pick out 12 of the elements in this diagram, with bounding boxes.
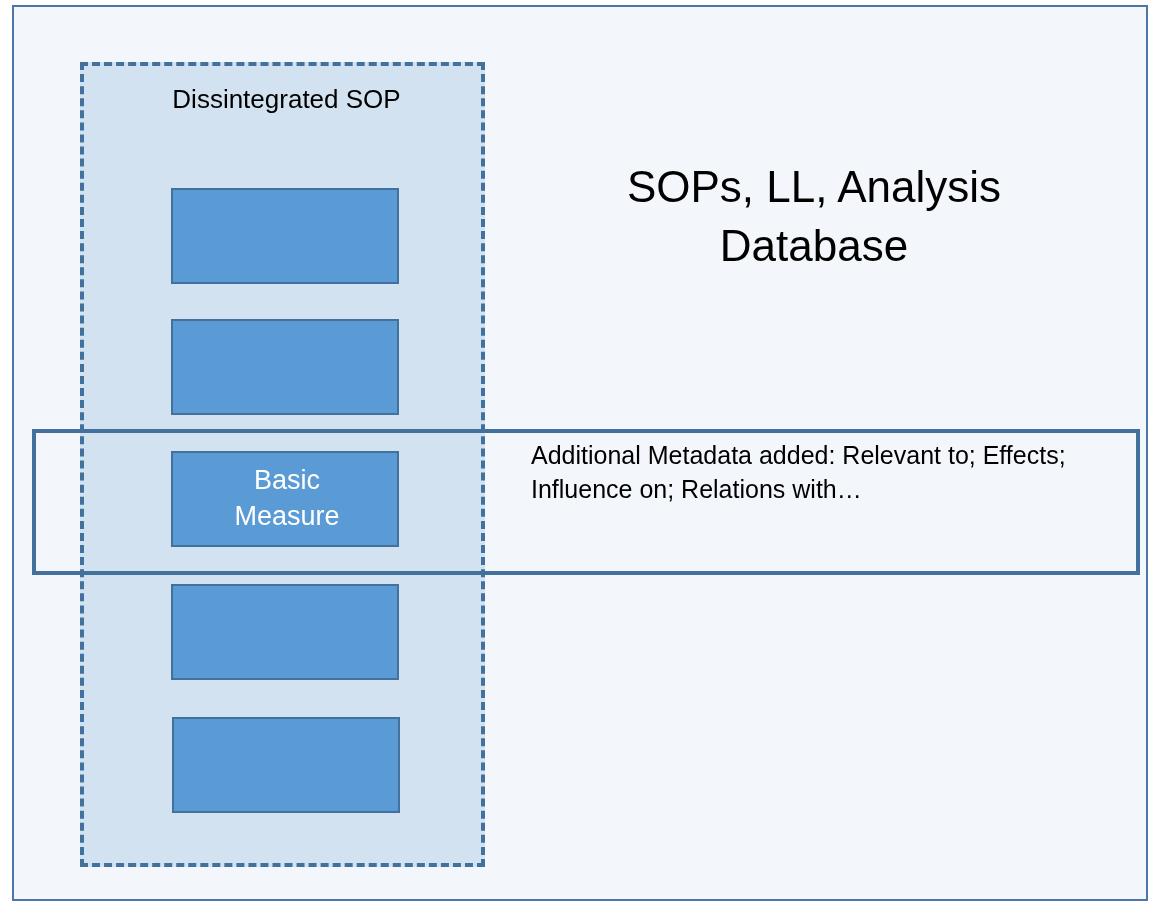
highlight-band xyxy=(32,429,1140,575)
panel-title: SOPs, LL, Analysis Database xyxy=(625,161,1003,273)
measure-box xyxy=(172,717,400,813)
box-label: Basic Measure xyxy=(233,464,341,534)
measure-box xyxy=(171,584,399,680)
outer-panel xyxy=(12,5,1148,901)
group-title: Dissintegrated SOP xyxy=(171,83,402,116)
measure-box xyxy=(171,319,399,415)
dashed-group-box xyxy=(80,62,485,867)
measure-box xyxy=(171,451,399,547)
metadata-note: Additional Metadata added: Relevant to; Effects; Influence on; Relations with… xyxy=(531,440,1067,505)
measure-box xyxy=(171,188,399,284)
